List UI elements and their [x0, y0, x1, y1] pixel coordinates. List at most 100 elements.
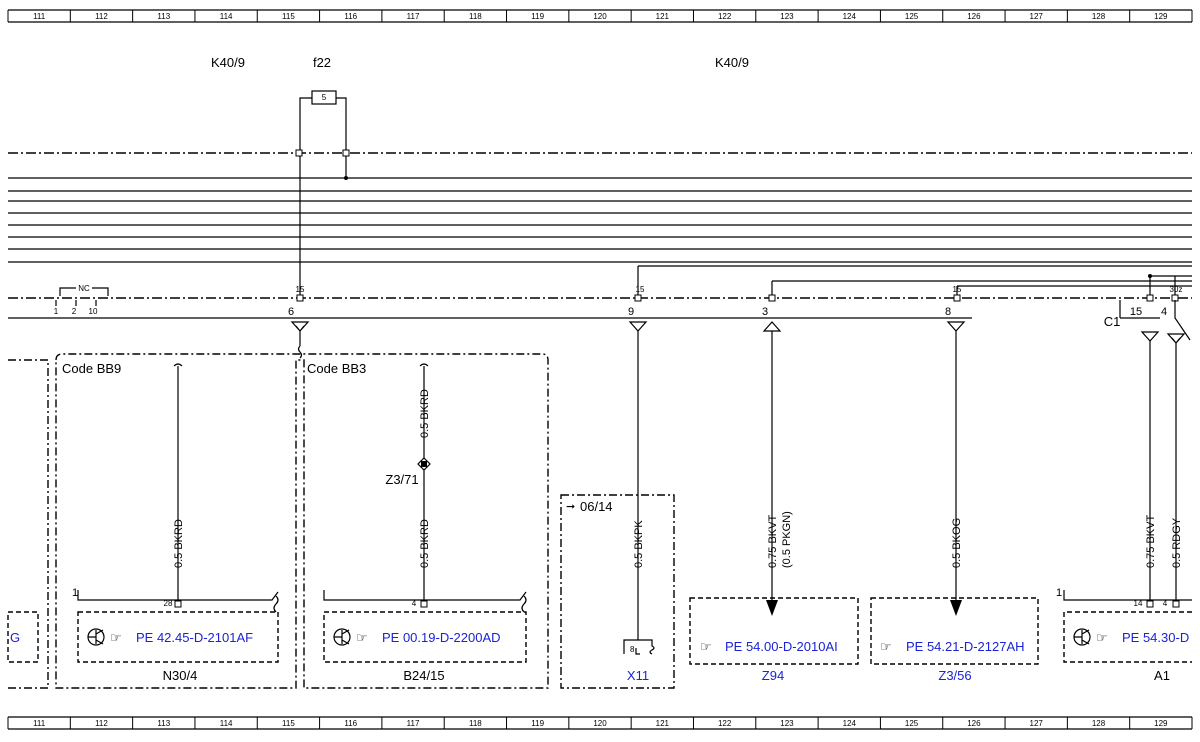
- ruler-column-number: 126: [967, 12, 981, 21]
- pe-54-00-link[interactable]: PE 54.00-D-2010AI: [725, 639, 838, 654]
- ruler-column-number: 114: [220, 12, 233, 21]
- a1-component: 0.75 BKVT 0.5 RDGY 1 14 4 ☞ PE 54.30-D A…: [1056, 341, 1192, 683]
- k40-9-right-label: K40/9: [715, 55, 749, 70]
- ruler-column-number: 112: [95, 12, 108, 21]
- ruler-column-number: 118: [469, 12, 482, 21]
- svg-text:☞: ☞: [1096, 630, 1108, 645]
- c1-pin-4: 4: [1161, 306, 1167, 318]
- pe-42-45-link[interactable]: PE 42.45-D-2101AF: [136, 630, 253, 645]
- edge-pe-link[interactable]: G: [10, 630, 20, 645]
- ruler-column-number: 116: [344, 12, 357, 21]
- svg-text:☞: ☞: [700, 639, 712, 654]
- ruler-column-number: 117: [407, 12, 420, 21]
- nc-bracket: NC: [55, 284, 109, 306]
- ruler-column-number: 124: [843, 12, 857, 21]
- ruler-column-number: 111: [33, 719, 46, 728]
- fuse-f22-label: f22: [313, 55, 331, 70]
- code-bb9-label: Code BB9: [62, 361, 121, 376]
- a1-pin-1: 1: [1056, 587, 1062, 599]
- pin-30z: 30z: [1170, 285, 1183, 294]
- ruler-column-number: 117: [407, 719, 420, 728]
- c1-pin-15: 15: [1130, 306, 1142, 318]
- ruler-column-number: 119: [531, 12, 544, 21]
- pe-00-19-link-text[interactable]: PE 00.19-D-2200AD: [382, 630, 501, 645]
- fuse-f22: 5: [299, 90, 347, 152]
- ruler-column-number: 112: [95, 719, 108, 728]
- ruler-column-number: 122: [718, 719, 732, 728]
- ruler-column-number: 119: [531, 719, 544, 728]
- svg-text:☞: ☞: [356, 630, 368, 645]
- a1-wire-1: 0.75 BKVT: [1145, 515, 1157, 568]
- z94-wire-label: 0.75 BKVT: [767, 515, 779, 568]
- bus-pin-8: 8: [945, 306, 951, 318]
- b24-15-pin-4: 4: [412, 599, 417, 608]
- ruler-column-number: 114: [220, 719, 233, 728]
- svg-text:☞: ☞: [880, 639, 892, 654]
- n30-4-pin-28: 28: [164, 599, 173, 608]
- pin-15-b: 15: [636, 285, 645, 294]
- n30-4-pin-1: 1: [72, 587, 78, 599]
- z94-component: 0.75 BKVT (0.5 PKGN) ☞ PE 54.00-D-2010AI…: [689, 331, 859, 683]
- code-bb9-box: Code BB9 0.5 BKRD 1 28 ☞ PE 42.45-D-2101…: [55, 353, 549, 689]
- z94-name[interactable]: Z94: [762, 668, 784, 683]
- ruler-column-number: 122: [718, 12, 732, 21]
- pe-54-30-link[interactable]: PE 54.30-D: [1122, 630, 1189, 645]
- z3-56-wire-label: 0.5 BKOG: [951, 518, 963, 568]
- ruler-column-number: 113: [157, 719, 170, 728]
- ruler-column-number: 118: [469, 719, 482, 728]
- pe-54-21-link[interactable]: PE 54.21-D-2127AH: [906, 639, 1025, 654]
- ruler-column-number: 125: [905, 719, 919, 728]
- a1-wire-2: 0.5 RDGY: [1171, 517, 1183, 568]
- z94-wire-alt-label: (0.5 PKGN): [781, 511, 793, 568]
- b24-15-wire-bot: 0.5 BKRD: [419, 519, 431, 568]
- z3-56-name[interactable]: Z3/56: [938, 668, 971, 683]
- ruler-column-number: 111: [33, 12, 46, 21]
- x11-box: ➞ 06/14 0.5 BKPK 8 X11: [560, 331, 675, 689]
- ruler-column-number: 113: [157, 12, 170, 21]
- bus-pin-3: 3: [762, 306, 768, 318]
- z3-56-component: 0.5 BKOG ☞ PE 54.21-D-2127AH Z3/56: [870, 331, 1039, 683]
- bus-wires: [8, 177, 1192, 287]
- ruler-column-number: 123: [780, 719, 794, 728]
- x11-ref-link[interactable]: 06/14: [580, 499, 613, 514]
- pe-54-00-link-text[interactable]: PE 54.00-D-2010AI: [725, 639, 838, 654]
- ruler-column-number: 115: [282, 12, 295, 21]
- bus-pin-6: 6: [288, 306, 294, 318]
- ruler-column-number: 127: [1030, 719, 1044, 728]
- ruler-column-number: 126: [967, 719, 981, 728]
- pe-00-19-link[interactable]: PE 00.19-D-2200AD: [382, 630, 501, 645]
- ruler-column-number: 127: [1030, 12, 1044, 21]
- ruler-column-number: 120: [593, 12, 607, 21]
- ruler-column-number: 115: [282, 719, 295, 728]
- ruler-column-number: 129: [1154, 12, 1168, 21]
- ruler-column-number: 123: [780, 12, 794, 21]
- code-bb3-label: Code BB3: [307, 361, 366, 376]
- pe-54-30-link-text[interactable]: PE 54.30-D: [1122, 630, 1189, 645]
- a1-pin-4: 4: [1163, 599, 1168, 608]
- n30-4-wire-label: 0.5 BKRD: [173, 519, 185, 568]
- ruler-column-number: 116: [344, 719, 357, 728]
- z3-56-link[interactable]: Z3/56: [938, 668, 971, 683]
- pe-42-45-link-text[interactable]: PE 42.45-D-2101AF: [136, 630, 253, 645]
- ruler-column-number: 124: [843, 719, 857, 728]
- code-bb3-box: Code BB3 0.5 BKRD Z3/71 0.5 BKRD 4 ☞ PE …: [307, 361, 527, 683]
- x11-pin-8: 8: [630, 645, 635, 654]
- pe-54-21-link-text[interactable]: PE 54.21-D-2127AH: [906, 639, 1025, 654]
- pin-15-c: 15: [953, 285, 962, 294]
- x11-ref-text[interactable]: 06/14: [580, 499, 613, 514]
- ruler-column-number: 120: [593, 719, 607, 728]
- b24-15-name: B24/15: [403, 668, 444, 683]
- k40-9-left-label: K40/9: [211, 55, 245, 70]
- a1-name: A1: [1154, 668, 1170, 683]
- svg-text:➞: ➞: [566, 501, 575, 513]
- x11-link[interactable]: X11: [627, 668, 649, 683]
- z94-link[interactable]: Z94: [762, 668, 784, 683]
- x11-name[interactable]: X11: [627, 668, 649, 683]
- bus-pin-1: 1: [54, 307, 59, 316]
- c1-connector-label: C1: [1104, 314, 1121, 329]
- bus-pin-9: 9: [628, 306, 634, 318]
- edge-pe-text[interactable]: G: [10, 630, 20, 645]
- nc-label: NC: [78, 284, 90, 293]
- n30-4-name: N30/4: [163, 668, 198, 683]
- ruler-column-number: 121: [656, 12, 670, 21]
